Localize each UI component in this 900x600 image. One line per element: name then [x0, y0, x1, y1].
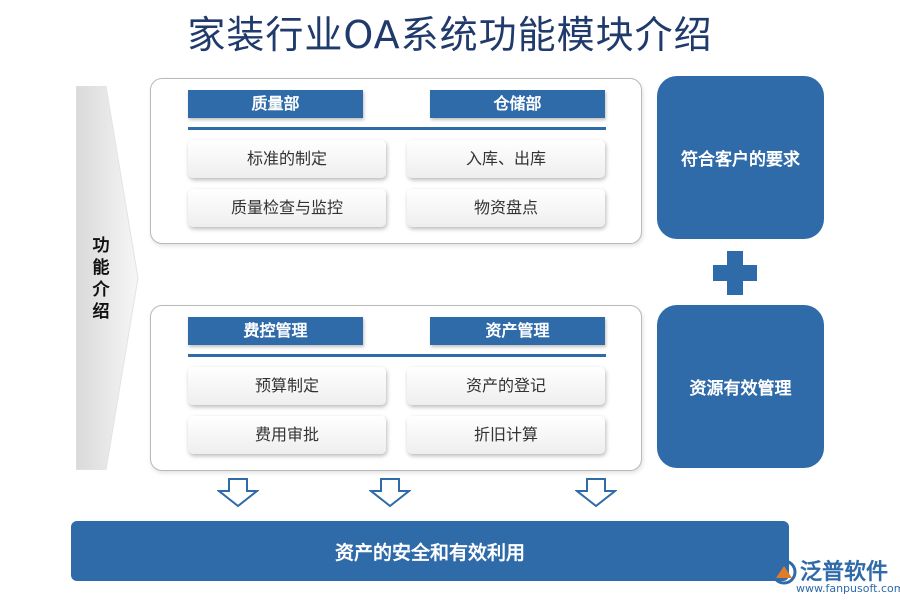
- panel-cost-asset: 费控管理 资产管理 预算制定 费用审批 资产的登记 折旧计算: [150, 305, 642, 471]
- item-depreciation-calc: 折旧计算: [407, 416, 605, 454]
- divider-rule: [188, 127, 606, 130]
- item-inbound-outbound: 入库、出库: [407, 140, 605, 178]
- side-label: 功能介绍: [92, 236, 110, 322]
- box-meet-customer-requirements: 符合客户的要求: [657, 76, 824, 239]
- item-budget-setting: 预算制定: [188, 367, 386, 405]
- logo-mark-icon: [771, 559, 797, 585]
- panel-quality-storage: 质量部 仓储部 标准的制定 质量检查与监控 入库、出库 物资盘点: [150, 78, 642, 244]
- down-arrow-icon: [217, 478, 259, 508]
- header-storage-dept: 仓储部: [430, 90, 605, 118]
- down-arrow-icon: [369, 478, 411, 508]
- item-inventory-count: 物资盘点: [407, 189, 605, 227]
- plus-icon: [713, 251, 757, 295]
- item-quality-inspection: 质量检查与监控: [188, 189, 386, 227]
- item-asset-registration: 资产的登记: [407, 367, 605, 405]
- header-quality-dept: 质量部: [188, 90, 363, 118]
- side-chevron-arrow-icon: [76, 86, 139, 470]
- down-arrow-icon: [575, 478, 617, 508]
- logo-name: 泛普软件: [800, 560, 889, 585]
- brand-logo: 泛普软件 www.fanpusoft.com: [760, 552, 900, 600]
- item-standard-setting: 标准的制定: [188, 140, 386, 178]
- divider-rule: [188, 354, 606, 357]
- item-expense-approval: 费用审批: [188, 416, 386, 454]
- header-cost-control: 费控管理: [188, 317, 363, 345]
- box-resource-management: 资源有效管理: [657, 305, 824, 468]
- bottom-summary-bar: 资产的安全和有效利用: [71, 521, 789, 581]
- logo-url: www.fanpusoft.com: [796, 582, 900, 595]
- page-title: 家装行业OA系统功能模块介绍: [187, 13, 713, 57]
- header-asset-management: 资产管理: [430, 317, 605, 345]
